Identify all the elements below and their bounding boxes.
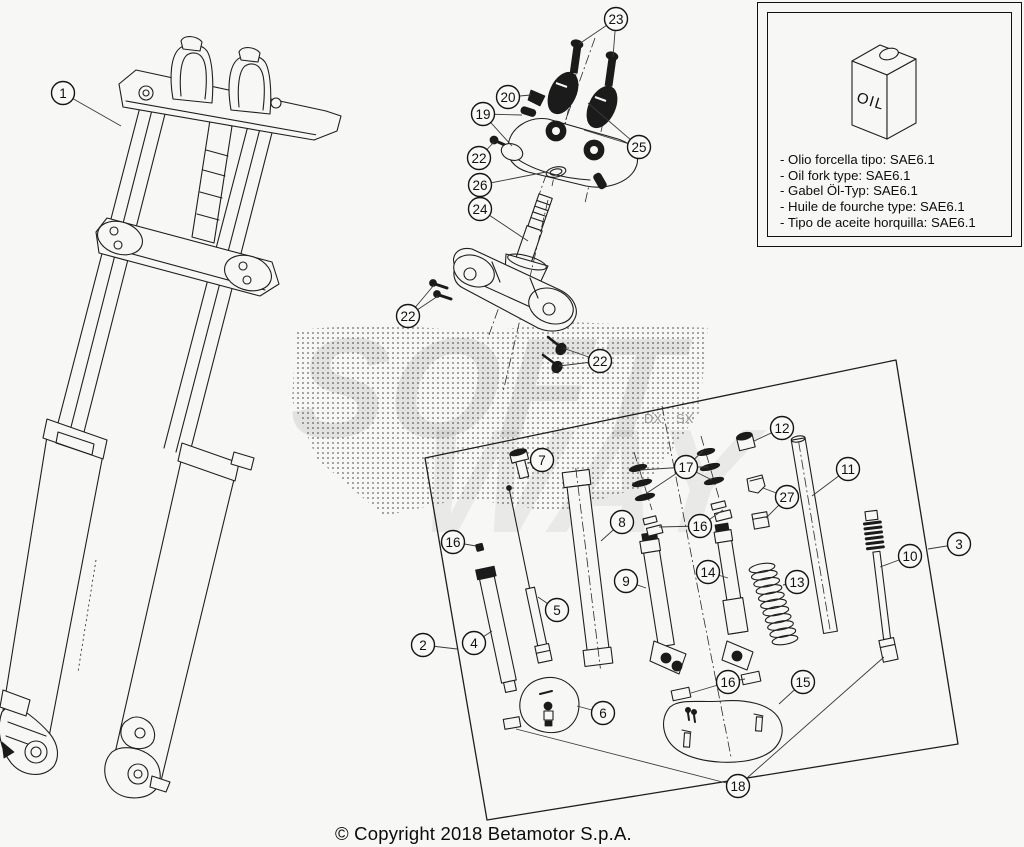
svg-text:23: 23 — [608, 12, 623, 27]
fork-internal-parts-drawing — [475, 431, 899, 763]
svg-text:13: 13 — [789, 575, 804, 590]
callout-13: 13 — [784, 569, 810, 595]
svg-text:24: 24 — [472, 202, 488, 217]
callout-4: 4 — [461, 630, 487, 656]
callout-23: 23 — [603, 6, 629, 32]
side-label-dx: DX — [644, 411, 662, 426]
svg-text:3: 3 — [955, 537, 963, 552]
svg-text:11: 11 — [841, 462, 855, 477]
oil-spec-inner-border — [767, 12, 1012, 237]
callout-18: 18 — [725, 773, 751, 799]
oil-spec-line: - Oil fork type: SAE6.1 — [780, 167, 911, 183]
svg-text:2: 2 — [419, 638, 427, 653]
side-label-sx: SX — [676, 411, 694, 426]
oil-spec-info-box: OIL - Olio forcella tipo: SAE6.1 - Oil f… — [757, 2, 1022, 247]
svg-text:8: 8 — [618, 515, 626, 530]
callout-5: 5 — [544, 597, 570, 623]
svg-text:20: 20 — [500, 90, 515, 105]
callout-19: 19 — [470, 101, 496, 127]
callout-7: 7 — [529, 447, 555, 473]
callout-17: 17 — [673, 454, 699, 480]
oil-can-drawing: OIL — [851, 44, 917, 140]
upper-triple-clamp-exploded-drawing — [488, 37, 638, 336]
svg-text:19: 19 — [475, 107, 490, 122]
svg-text:7: 7 — [538, 453, 546, 468]
callout-9: 9 — [613, 568, 639, 594]
svg-text:4: 4 — [470, 636, 478, 651]
callout-16: 16 — [687, 513, 713, 539]
callout-20: 20 — [495, 84, 521, 110]
callout-10: 10 — [897, 543, 923, 569]
callout-11: 11 — [835, 456, 861, 482]
callout-16: 16 — [715, 669, 741, 695]
oil-spec-line: - Huile de fourche type: SAE6.1 — [780, 199, 965, 215]
svg-text:5: 5 — [553, 603, 561, 618]
svg-text:18: 18 — [730, 779, 745, 794]
callout-24: 24 — [467, 196, 493, 222]
svg-text:15: 15 — [795, 675, 810, 690]
callout-1: 1 — [50, 80, 76, 106]
svg-text:16: 16 — [692, 519, 707, 534]
svg-text:17: 17 — [678, 460, 693, 475]
svg-text:10: 10 — [902, 549, 917, 564]
svg-text:6: 6 — [599, 706, 607, 721]
front-fork-assembly-drawing — [0, 36, 342, 799]
handlebar-riser-drawing — [228, 47, 272, 115]
lower-triple-clamp-exploded-drawing — [429, 199, 577, 393]
callout-14: 14 — [695, 559, 721, 585]
svg-text:22: 22 — [471, 151, 486, 166]
svg-text:27: 27 — [779, 490, 794, 505]
callout-22: 22 — [466, 145, 492, 171]
callout-8: 8 — [609, 509, 635, 535]
callout-2: 2 — [410, 632, 436, 658]
spring-drawing — [748, 562, 799, 646]
parts-kit-box: DX SX — [424, 359, 959, 821]
oil-spec-line: - Olio forcella tipo: SAE6.1 — [780, 152, 935, 167]
oil-spec-lines: - Olio forcella tipo: SAE6.1 - Oil fork … — [780, 152, 976, 231]
callout-22: 22 — [395, 303, 421, 329]
oil-spec-line: - Tipo de aceite horquilla: SAE6.1 — [780, 214, 976, 230]
copyright-text: © Copyright 2018 Betamotor S.p.A. — [335, 823, 632, 844]
callout-15: 15 — [790, 669, 816, 695]
callout-25: 25 — [626, 134, 652, 160]
svg-text:12: 12 — [774, 421, 789, 436]
callout-6: 6 — [590, 700, 616, 726]
callout-27: 27 — [774, 484, 800, 510]
callout-26: 26 — [467, 172, 493, 198]
callout-3: 3 — [946, 531, 972, 557]
svg-text:26: 26 — [472, 178, 487, 193]
callout-16: 16 — [440, 529, 466, 555]
callout-12: 12 — [769, 415, 795, 441]
svg-text:1: 1 — [59, 86, 67, 101]
svg-text:16: 16 — [720, 675, 735, 690]
handlebar-riser-drawing — [170, 36, 214, 104]
svg-text:22: 22 — [400, 309, 415, 324]
svg-text:14: 14 — [700, 565, 716, 580]
svg-text:25: 25 — [631, 140, 646, 155]
svg-text:16: 16 — [445, 535, 460, 550]
callout-22: 22 — [587, 348, 613, 374]
svg-text:9: 9 — [622, 574, 630, 589]
oil-spec-line: - Gabel Öl-Typ: SAE6.1 — [780, 183, 918, 199]
svg-text:22: 22 — [592, 354, 607, 369]
